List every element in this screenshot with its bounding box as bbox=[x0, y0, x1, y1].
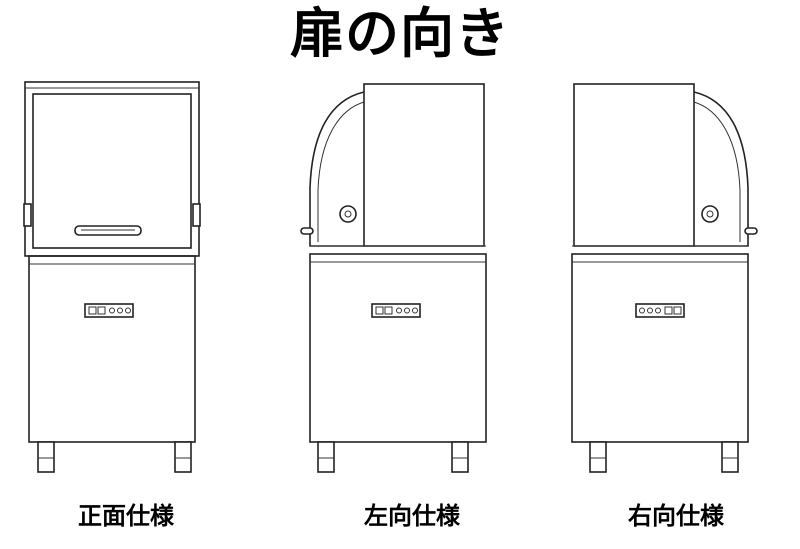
machine-left-view bbox=[300, 78, 500, 478]
right-leg bbox=[721, 441, 739, 473]
right-hinge bbox=[192, 203, 201, 227]
upper-body bbox=[573, 83, 695, 247]
lower-cabinet bbox=[309, 253, 487, 443]
lower-cabinet bbox=[571, 253, 749, 443]
machine-front-view bbox=[23, 78, 223, 478]
machine-right-view bbox=[570, 78, 770, 478]
door-arc bbox=[693, 91, 749, 247]
left-leg bbox=[317, 441, 335, 473]
caption-right: 右向仕様 bbox=[628, 502, 724, 530]
right-leg bbox=[174, 441, 192, 473]
door-arc bbox=[309, 91, 365, 247]
upper-body bbox=[363, 83, 485, 247]
door-knob bbox=[701, 205, 719, 223]
left-leg bbox=[589, 441, 607, 473]
caption-front: 正面仕様 bbox=[78, 502, 174, 530]
page-title: 扉の向き bbox=[290, 2, 510, 65]
left-hinge bbox=[23, 203, 32, 227]
door-panel bbox=[32, 93, 192, 249]
side-pin bbox=[300, 227, 314, 235]
caption-left: 左向仕様 bbox=[364, 502, 460, 530]
control-panel bbox=[635, 303, 685, 318]
side-pin bbox=[744, 227, 758, 235]
right-leg bbox=[451, 441, 469, 473]
door-knob bbox=[339, 205, 357, 223]
left-leg bbox=[37, 441, 55, 473]
control-panel bbox=[371, 303, 421, 318]
control-panel bbox=[84, 303, 134, 318]
lower-cabinet bbox=[28, 255, 196, 443]
